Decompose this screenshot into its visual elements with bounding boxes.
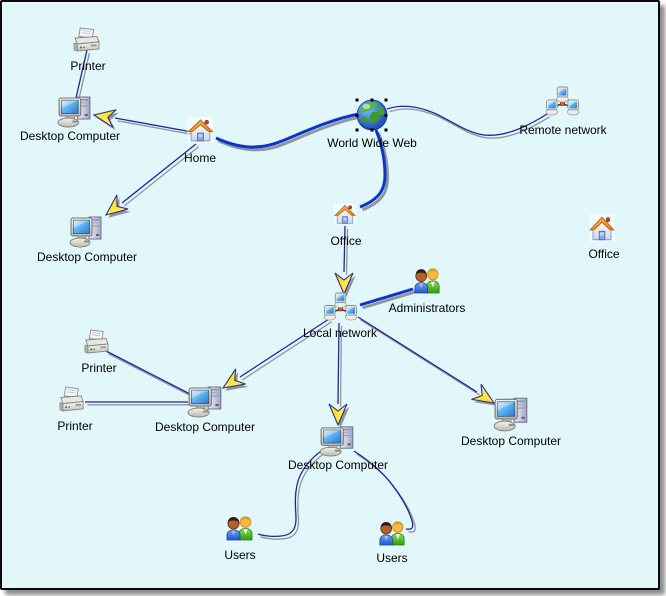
node-printer-2-label[interactable]: Printer bbox=[81, 361, 117, 375]
edge-office1-localnet[interactable] bbox=[334, 225, 356, 297]
node-desktop-5-label[interactable]: Desktop Computer bbox=[287, 458, 389, 472]
node-users-2-label[interactable]: Users bbox=[376, 551, 408, 565]
node-administrators-label[interactable]: Administrators bbox=[388, 301, 466, 315]
node-desktop-3-icon[interactable] bbox=[187, 386, 222, 418]
edge-shadow bbox=[389, 108, 550, 139]
edge-shadow bbox=[108, 353, 195, 399]
edge-printer2-desktop3[interactable] bbox=[105, 350, 195, 399]
edge-localnet-desktop5[interactable] bbox=[328, 322, 350, 428]
node-printer-1-icon[interactable] bbox=[73, 27, 100, 52]
edge-shadow bbox=[77, 52, 91, 101]
selection-handle[interactable] bbox=[384, 128, 388, 132]
selection-handle[interactable] bbox=[370, 98, 374, 102]
edge-www-office1[interactable] bbox=[359, 129, 390, 212]
node-printer-1-label[interactable]: Printer bbox=[70, 59, 106, 73]
selection-handle[interactable] bbox=[355, 128, 359, 132]
edge-localnet-desktop4[interactable] bbox=[357, 316, 501, 413]
edge-printer3-desktop3[interactable] bbox=[85, 401, 191, 406]
node-office-1-icon[interactable] bbox=[333, 202, 357, 226]
node-users-1-label[interactable]: Users bbox=[224, 548, 256, 562]
diagram-surface bbox=[57, 27, 615, 546]
node-remote-network-icon[interactable] bbox=[545, 86, 580, 116]
edge-admins-localnet[interactable] bbox=[359, 287, 416, 310]
node-desktop-2-label[interactable]: Desktop Computer bbox=[36, 250, 138, 264]
edge-www-remote[interactable] bbox=[386, 105, 550, 139]
node-world-wide-web-label[interactable]: World Wide Web bbox=[327, 136, 417, 150]
selection-handle[interactable] bbox=[355, 114, 359, 117]
node-desktop-1-icon[interactable] bbox=[57, 96, 91, 128]
edge-localnet-desktop3[interactable] bbox=[218, 318, 332, 398]
edge-home-www[interactable] bbox=[215, 112, 362, 152]
node-remote-network-label[interactable]: Remote network bbox=[519, 123, 607, 137]
node-users-1-icon[interactable] bbox=[226, 516, 253, 541]
node-desktop-1-label[interactable]: Desktop Computer bbox=[19, 129, 121, 143]
node-printer-3-icon[interactable] bbox=[59, 386, 84, 412]
edge-shadow bbox=[362, 290, 416, 310]
selection-handle[interactable] bbox=[384, 98, 388, 102]
selection-handle[interactable] bbox=[370, 128, 374, 132]
edge-home-desktop2[interactable] bbox=[100, 143, 199, 225]
node-desktop-5-icon[interactable] bbox=[319, 426, 354, 457]
node-office-1-label[interactable]: Office bbox=[330, 234, 362, 248]
edge-printer1-desktop1[interactable] bbox=[75, 49, 91, 101]
node-administrators-icon[interactable] bbox=[414, 268, 440, 294]
node-desktop-2-icon[interactable] bbox=[69, 216, 102, 248]
edge-shadow bbox=[260, 451, 327, 540]
selection-handle[interactable] bbox=[355, 98, 359, 102]
edge-desktop5-users2[interactable] bbox=[353, 450, 416, 533]
node-office-2-label[interactable]: Office bbox=[588, 247, 620, 261]
nodes-layer bbox=[57, 27, 615, 546]
selection-handle[interactable] bbox=[384, 114, 388, 117]
edge-shadow bbox=[217, 115, 362, 152]
edge-home-desktop1[interactable] bbox=[92, 106, 195, 136]
node-desktop-4-icon[interactable] bbox=[493, 397, 528, 432]
node-printer-2-icon[interactable] bbox=[84, 329, 109, 354]
node-office-2-icon[interactable] bbox=[589, 214, 615, 242]
node-printer-3-label[interactable]: Printer bbox=[57, 419, 93, 433]
node-home-icon[interactable] bbox=[187, 117, 214, 143]
node-desktop-4-label[interactable]: Desktop Computer bbox=[460, 434, 562, 448]
node-world-wide-web-icon[interactable] bbox=[356, 99, 388, 131]
node-desktop-3-label[interactable]: Desktop Computer bbox=[154, 420, 256, 434]
node-home-label[interactable]: Home bbox=[183, 151, 217, 165]
node-local-network-label[interactable]: Local network bbox=[302, 326, 378, 340]
node-users-2-icon[interactable] bbox=[379, 521, 405, 546]
edges-layer bbox=[75, 49, 550, 540]
selection-handles-layer bbox=[355, 98, 388, 132]
edge-shadow bbox=[361, 132, 390, 212]
edge-desktop5-users1[interactable] bbox=[257, 448, 327, 540]
node-local-network-icon[interactable] bbox=[323, 292, 358, 321]
